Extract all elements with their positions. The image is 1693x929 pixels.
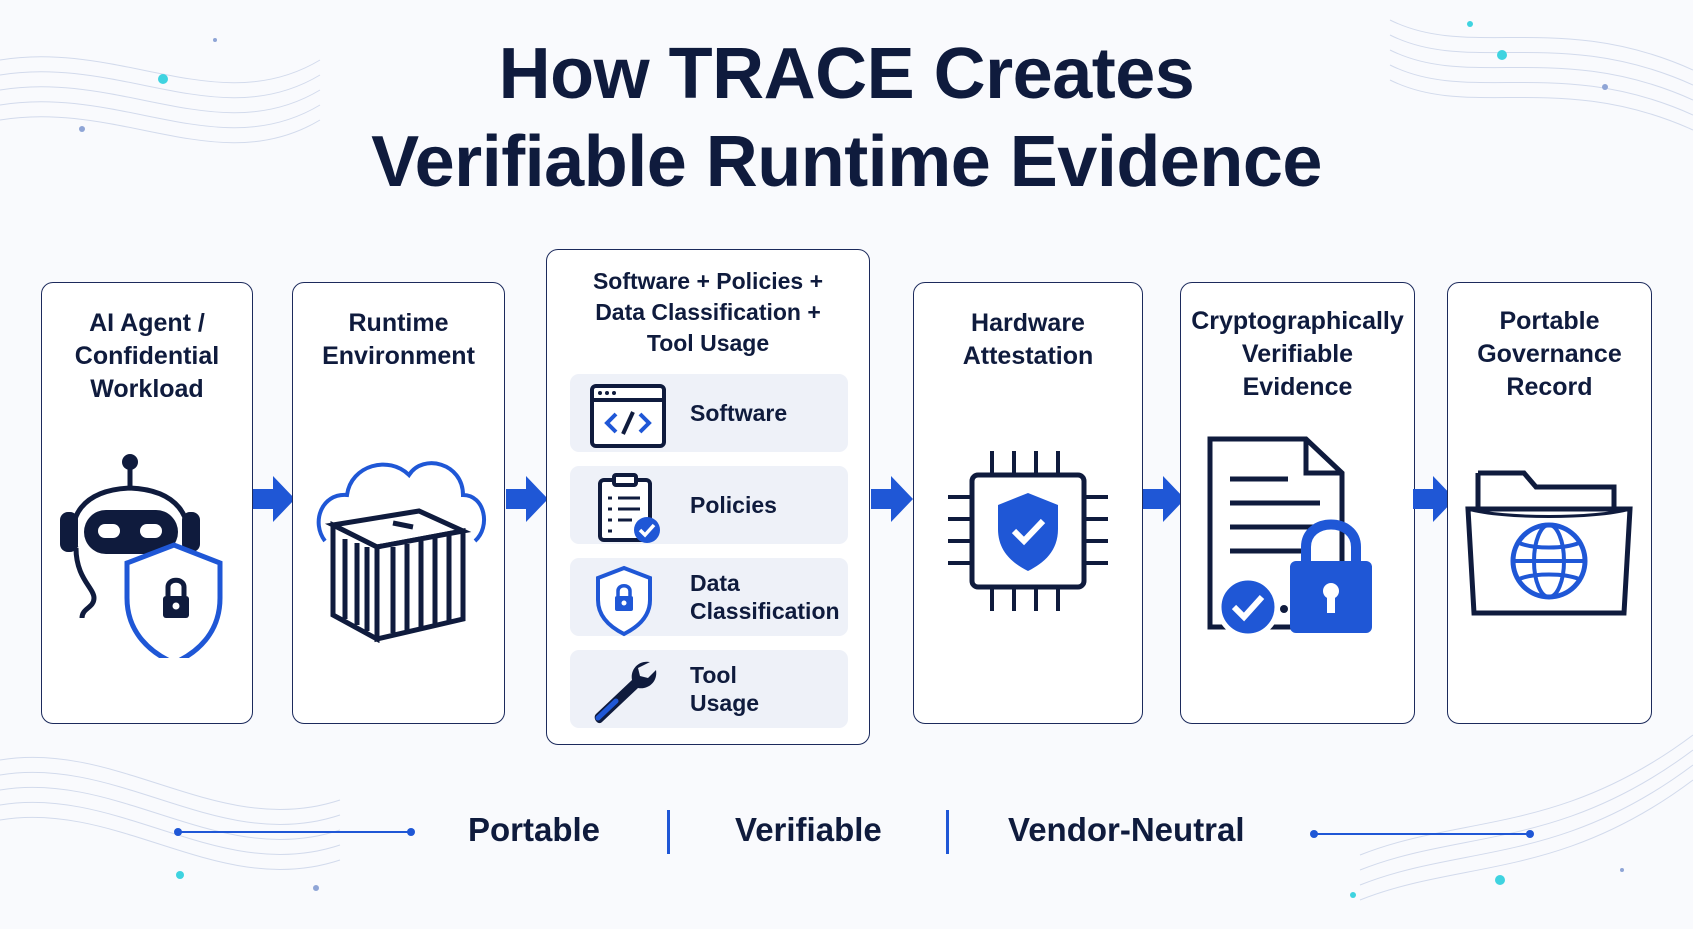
sub-item-label-line: Classification	[690, 598, 840, 624]
wrench-icon	[594, 661, 657, 724]
sub-item-data-classification: Data Classification	[570, 558, 848, 637]
footer-verifiable: Verifiable	[735, 811, 882, 848]
sub-item-label-line: Software	[690, 400, 788, 426]
robot-shield-lock-icon	[60, 454, 223, 658]
step-title-line: Confidential	[74, 342, 220, 370]
step-title-line: Software + Policies +	[592, 268, 824, 294]
sub-item-label: Data Classification	[690, 569, 840, 625]
flow-arrow-icon	[1143, 476, 1185, 522]
code-window-icon	[590, 384, 666, 448]
footer-vendor-neutral: Vendor-Neutral	[1008, 811, 1245, 848]
clipboard-check-icon	[598, 473, 660, 543]
sub-item-label-line: Usage	[690, 690, 760, 716]
flow-arrow-icon	[1413, 476, 1455, 522]
document-lock-check-icon	[1207, 436, 1372, 639]
step-title: Software + Policies + Data Classificatio…	[547, 266, 869, 359]
step-title-line: Evidence	[1242, 373, 1353, 401]
cloud-container-icon	[316, 461, 486, 643]
flow-arrow-icon	[253, 476, 295, 522]
step-card-software-policies: Software + Policies + Data Classificatio…	[546, 249, 870, 745]
step-title: Hardware Attestation	[914, 307, 1142, 373]
page-title: How TRACE Creates Verifiable Runtime Evi…	[0, 30, 1693, 206]
sub-item-label-line: Tool	[690, 662, 737, 688]
shield-lock-icon	[596, 565, 652, 637]
step-title-line: Workload	[90, 375, 204, 403]
folder-globe-icon	[1465, 470, 1633, 616]
step-title-line: Environment	[322, 342, 475, 370]
step-title-line: Governance	[1477, 340, 1622, 368]
footer-separator	[946, 810, 949, 854]
flow-arrow-icon	[871, 476, 913, 522]
step-title-line: Record	[1506, 373, 1593, 401]
step-title-line: Portable	[1499, 307, 1600, 335]
sub-item-label: Tool Usage	[690, 661, 759, 717]
flow-arrow-icon	[506, 476, 548, 522]
step-title: Cryptographically Verifiable Evidence	[1181, 305, 1414, 404]
sub-item-label-line: Data	[690, 570, 740, 596]
footer-separator	[667, 810, 670, 854]
step-title-line: Tool Usage	[646, 330, 770, 356]
sub-item-tool-usage: Tool Usage	[570, 650, 848, 728]
step-title-line: Cryptographically	[1191, 307, 1404, 335]
step-title: Portable Governance Record	[1448, 305, 1651, 404]
step-title-line: AI Agent /	[89, 309, 205, 337]
step-card-runtime-environment: Runtime Environment	[292, 282, 505, 724]
footer-portable: Portable	[468, 811, 601, 848]
step-card-hardware-attestation: Hardware Attestation	[913, 282, 1143, 724]
step-title-line: Attestation	[962, 342, 1094, 370]
step-card-verifiable-evidence: Cryptographically Verifiable Evidence	[1180, 282, 1415, 724]
chip-shield-icon	[948, 451, 1108, 611]
step-card-governance-record: Portable Governance Record	[1447, 282, 1652, 724]
sub-item-policies: Policies	[570, 466, 848, 544]
sub-item-label: Policies	[690, 491, 777, 519]
sub-item-label-line: Policies	[690, 492, 777, 518]
step-title: AI Agent / Confidential Workload	[42, 307, 252, 406]
page-title-line-1: How TRACE Creates	[498, 34, 1195, 114]
page-title-line-2: Verifiable Runtime Evidence	[371, 122, 1322, 202]
step-card-ai-agent: AI Agent / Confidential Workload	[41, 282, 253, 724]
step-title: Runtime Environment	[293, 307, 504, 373]
sub-item-software: Software	[570, 374, 848, 452]
step-title-line: Runtime	[348, 309, 449, 337]
sub-item-label: Software	[690, 399, 787, 427]
step-title-line: Verifiable	[1241, 340, 1354, 368]
step-title-line: Data Classification +	[595, 299, 821, 325]
step-title-line: Hardware	[971, 309, 1085, 337]
